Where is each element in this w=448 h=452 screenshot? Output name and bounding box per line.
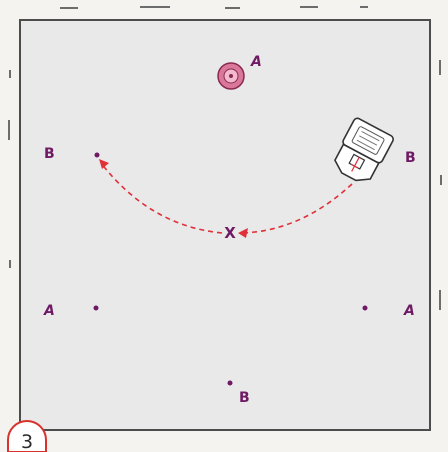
point-left-lower bbox=[94, 306, 99, 311]
step-number-badge: 3 bbox=[8, 421, 46, 452]
pin-target-icon bbox=[218, 63, 244, 89]
label-right-upper: B bbox=[405, 150, 416, 166]
label-top: A bbox=[250, 54, 262, 70]
label-bottom: B bbox=[239, 390, 250, 406]
point-bottom bbox=[228, 381, 233, 386]
label-left-upper: B bbox=[44, 146, 55, 162]
step-number: 3 bbox=[21, 431, 33, 452]
point-right-lower bbox=[363, 306, 368, 311]
center-x-mark: X bbox=[224, 224, 236, 242]
label-left-lower: A bbox=[43, 303, 55, 319]
point-left-upper bbox=[95, 153, 100, 158]
label-right-lower: A bbox=[403, 303, 415, 319]
